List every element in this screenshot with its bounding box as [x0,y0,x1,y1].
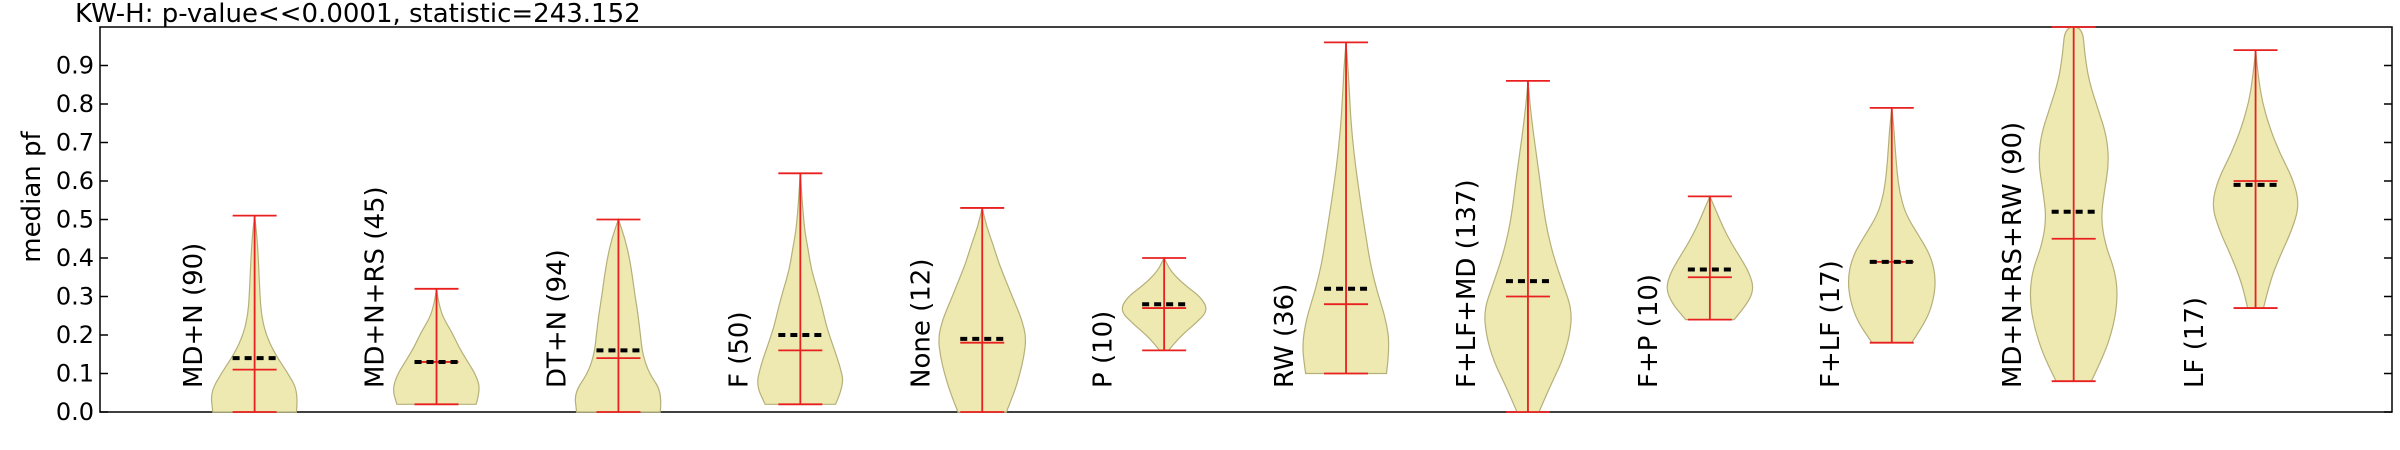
violin-group: DT+N (94) [543,217,662,413]
violin-label: MD+N+RS+RW (90) [1998,122,2028,388]
y-axis-label: median pf [17,130,47,262]
violin-label: RW (36) [1270,284,1300,388]
y-tick-label: 0.4 [56,244,94,272]
violin-group: F+P (10) [1634,194,1754,388]
violin-label: F+LF+MD (137) [1452,179,1482,388]
y-tick-label: 0.1 [56,360,94,388]
y-tick-label: 0.6 [56,167,94,195]
y-tick-label: 0.9 [56,52,94,80]
violin-group: MD+N+RS (45) [361,186,480,406]
violin-series: MD+N (90) MD+N+RS (45) DT+N (94) F (50) None… [179,26,2299,413]
violin-label: DT+N (94) [543,249,573,388]
y-tick-label: 0.0 [56,398,94,426]
violin-group: RW (36) [1270,41,1390,388]
violin-group: MD+N (90) [179,214,298,413]
y-tick-label: 0.2 [56,321,94,349]
plot-area: 0.0 0.1 0.2 0.3 0.4 0.5 0.6 0.7 0.8 0.9 [56,26,2393,426]
y-tick-label: 0.7 [56,129,94,157]
chart-title: KW-H: p-value<<0.0001, statistic=243.152 [75,0,641,29]
violin-label: P (10) [1088,311,1118,388]
violin-label: F+LF (17) [1816,260,1846,388]
violin-label: F (50) [725,311,755,388]
violin-group: F+LF+MD (137) [1452,80,1572,413]
violin-label: MD+N (90) [179,243,209,388]
violin-label: LF (17) [2180,297,2210,388]
violin-group: F (50) [725,172,844,406]
violin-group: None (12) [906,207,1027,413]
violin-group: P (10) [1088,256,1207,388]
y-tick-label: 0.5 [56,206,94,234]
violin-group: MD+N+RS+RW (90) [1998,26,2118,388]
violin-label: None (12) [906,259,936,388]
violin-label: F+P (10) [1634,274,1664,388]
violin-label: MD+N+RS (45) [361,186,391,388]
y-tick-label: 0.3 [56,283,94,311]
violin-group: F+LF (17) [1816,106,1936,388]
y-tick-label: 0.8 [56,90,94,118]
violin-group: LF (17) [2180,49,2299,388]
